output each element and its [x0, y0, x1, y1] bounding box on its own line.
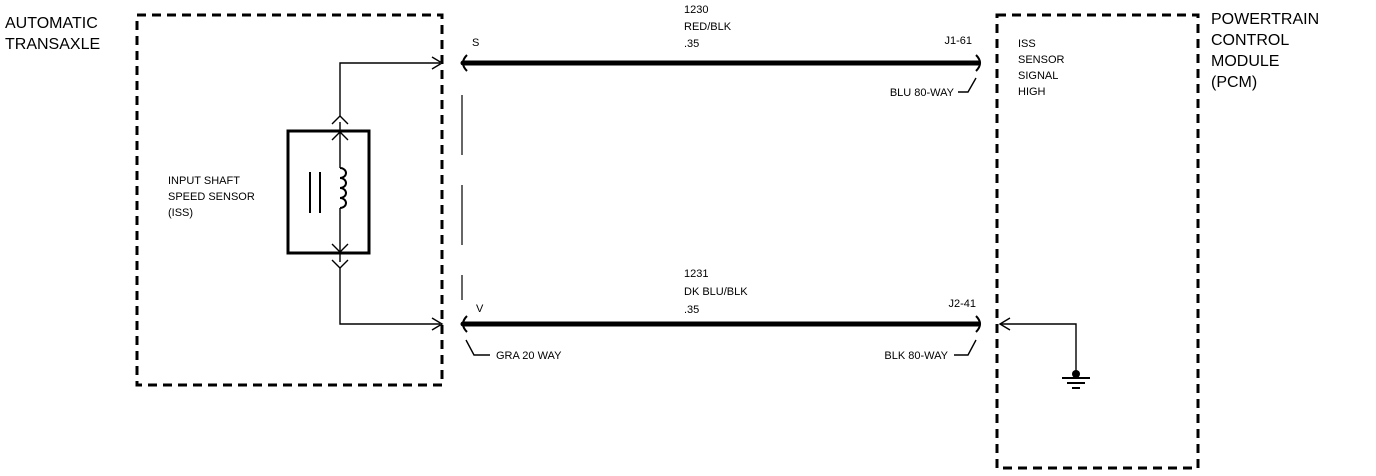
pcm-signal-line2: SENSOR: [1018, 54, 1065, 66]
pcm-signal-line4: HIGH: [1018, 86, 1046, 98]
arrow-down-icon: [331, 243, 349, 253]
right-connector-pin-icon: [975, 54, 981, 72]
pcm-label-line2: CONTROL: [1211, 32, 1289, 49]
pcm-label-line3: MODULE: [1211, 53, 1279, 70]
coil-icon: [339, 167, 347, 209]
leader-line: [958, 77, 977, 93]
bottom-left-connector: GRA 20 WAY: [496, 350, 562, 362]
top-left-pin: S: [472, 37, 479, 49]
leader-line: [954, 339, 977, 356]
sensor-label-line1: INPUT SHAFT: [168, 175, 240, 187]
top-right-connector: BLU 80-WAY: [890, 87, 955, 99]
pcm-signal-line1: ISS: [1018, 38, 1036, 50]
pcm-ground-wire: [1000, 323, 1077, 372]
right-connector-pin-icon: [975, 315, 981, 333]
top-wire-color: RED/BLK: [684, 21, 732, 33]
sensor-label-line2: SPEED SENSOR: [168, 191, 255, 203]
transaxle-label-line1: AUTOMATIC: [5, 15, 98, 32]
bottom-left-pin: V: [476, 303, 484, 315]
sensor-lead-top: [339, 62, 440, 116]
transaxle-label-line2: TRANSAXLE: [5, 36, 100, 53]
bottom-wire-gauge: .35: [684, 304, 699, 316]
pcm-label-line1: POWERTRAIN: [1211, 11, 1319, 28]
arrow-up-icon: [331, 131, 349, 141]
terminal-arrow-icon: [431, 317, 444, 331]
ground-node-dot: [1072, 370, 1080, 378]
pcm-box: [995, 13, 1200, 470]
iss-sensor-body: [286, 129, 371, 255]
top-right-pin: J1-61: [944, 35, 972, 47]
bottom-right-connector: BLK 80-WAY: [884, 350, 948, 362]
top-circuit-number: 1230: [684, 4, 708, 16]
leader-line: [465, 339, 490, 356]
terminal-arrow-icon: [431, 56, 444, 70]
bottom-wire-color: DK BLU/BLK: [684, 286, 748, 298]
bottom-circuit-number: 1231: [684, 268, 708, 280]
top-wire-gauge: .35: [684, 38, 699, 50]
pcm-label-line4: (PCM): [1211, 74, 1257, 91]
sensor-lead-bottom: [339, 268, 440, 325]
transaxle-box: [135, 13, 444, 387]
pcm-signal-line3: SIGNAL: [1018, 70, 1058, 82]
sensor-label-line3: (ISS): [168, 207, 193, 219]
bottom-right-pin: J2-41: [948, 298, 976, 310]
